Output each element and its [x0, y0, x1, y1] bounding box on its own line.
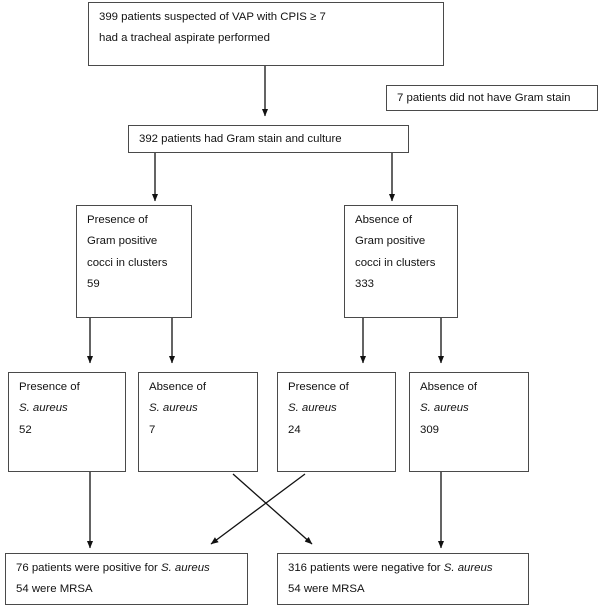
node-gp-culture-pos-count: 52 [19, 423, 32, 436]
node-gn-culture-neg-count: 309 [420, 423, 440, 436]
node-gn-culture-neg-organism: S. aureus [420, 402, 469, 415]
node-gn-culture-pos-count: 24 [288, 423, 301, 436]
node-gp-culture-neg: Absence of S. aureus 7 [138, 372, 258, 472]
node-enrolled-line2: had a tracheal aspirate performed [99, 32, 270, 45]
node-gram-negative: Absence of Gram positive cocci in cluste… [344, 205, 458, 318]
node-gn-culture-pos: Presence of S. aureus 24 [277, 372, 396, 472]
node-gram-positive-count: 59 [87, 278, 100, 291]
node-gram-positive-line1: Presence of [87, 214, 148, 226]
node-gp-culture-pos: Presence of S. aureus 52 [8, 372, 126, 472]
edge-gn-culture-pos-to-summary-positive [210, 473, 306, 545]
node-gp-culture-pos-line1: Presence of [19, 381, 80, 393]
node-gn-culture-neg-line1: Absence of [420, 381, 477, 393]
node-summary-negative-prefix: 316 patients were negative for [288, 562, 444, 574]
node-gram-negative-line3: cocci in clusters [355, 256, 436, 269]
node-summary-positive-line1: 76 patients were positive for S. aureus [16, 562, 237, 574]
node-summary-negative-organism: S. aureus [443, 562, 493, 574]
node-gp-culture-neg-organism: S. aureus [149, 402, 198, 415]
node-gn-culture-pos-line1: Presence of [288, 381, 349, 393]
node-analyzed-line1: 392 patients had Gram stain and culture [139, 133, 342, 145]
node-enrolled-line1: 399 patients suspected of VAP with CPIS … [99, 11, 326, 23]
node-summary-positive-organism: S. aureus [161, 562, 210, 574]
node-gram-positive-line2: Gram positive [87, 235, 158, 248]
node-summary-positive-line2: 54 were MRSA [16, 583, 93, 596]
node-gp-culture-pos-organism: S. aureus [19, 402, 68, 415]
node-gp-culture-neg-line1: Absence of [149, 381, 206, 393]
node-enrolled: 399 patients suspected of VAP with CPIS … [88, 2, 444, 66]
node-excluded: 7 patients did not have Gram stain [386, 85, 598, 111]
node-gram-positive: Presence of Gram positive cocci in clust… [76, 205, 192, 318]
edge-gp-culture-neg-to-summary-negative [232, 473, 313, 545]
node-gn-culture-pos-organism: S. aureus [288, 402, 337, 415]
node-gn-culture-neg: Absence of S. aureus 309 [409, 372, 529, 472]
node-gram-negative-line1: Absence of [355, 214, 412, 226]
node-summary-negative: 316 patients were negative for S. aureus… [277, 553, 529, 605]
node-gram-negative-count: 333 [355, 278, 375, 291]
node-gram-negative-line2: Gram positive [355, 235, 426, 248]
node-gp-culture-neg-count: 7 [149, 423, 156, 436]
node-summary-negative-line1: 316 patients were negative for S. aureus [288, 562, 518, 574]
node-gram-positive-line3: cocci in clusters [87, 256, 168, 269]
node-excluded-line1: 7 patients did not have Gram stain [397, 92, 571, 104]
node-analyzed: 392 patients had Gram stain and culture [128, 125, 409, 153]
node-summary-positive: 76 patients were positive for S. aureus … [5, 553, 248, 605]
node-summary-positive-prefix: 76 patients were positive for [16, 562, 161, 574]
node-summary-negative-line2: 54 were MRSA [288, 583, 365, 596]
